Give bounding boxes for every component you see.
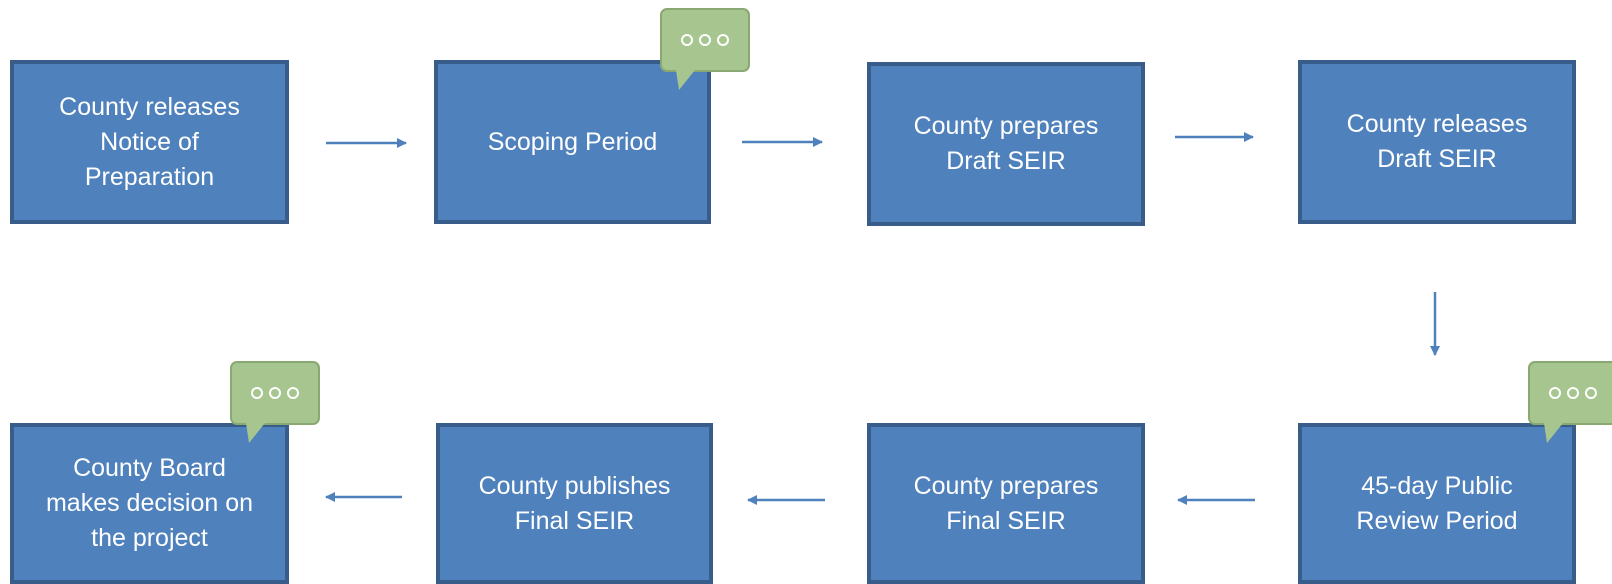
step-label: County Board makes decision on the proje… xyxy=(45,454,254,552)
step-prepare-draft-seir: County prepares Draft SEIR xyxy=(867,62,1145,226)
step-notice-of-preparation: County releases Notice of Preparation xyxy=(10,60,289,224)
step-label: 45-day Public Review Period xyxy=(1356,471,1518,535)
bubble-tail xyxy=(246,423,265,443)
bubble-tail xyxy=(676,70,695,90)
step-label: County releases Draft SEIR xyxy=(1346,110,1528,173)
speech-bubble-ellipsis-icon[interactable] xyxy=(660,8,750,90)
dot-icon xyxy=(269,387,281,399)
step-prepare-final-seir: County prepares Final SEIR xyxy=(867,423,1145,584)
step-release-draft-seir: County releases Draft SEIR xyxy=(1298,60,1576,224)
step-label: County prepares Final SEIR xyxy=(913,471,1099,535)
dot-icon xyxy=(251,387,263,399)
dot-icon xyxy=(1567,387,1579,399)
step-scoping-period: Scoping Period xyxy=(434,60,711,224)
dot-icon xyxy=(1585,387,1597,399)
bubble-tail xyxy=(1544,423,1563,443)
step-label: County releases Notice of Preparation xyxy=(59,92,240,191)
step-publish-final-seir: County publishes Final SEIR xyxy=(436,423,713,584)
step-public-review-period: 45-day Public Review Period xyxy=(1298,423,1576,584)
dot-icon xyxy=(681,34,693,46)
dot-icon xyxy=(699,34,711,46)
step-label: County publishes Final SEIR xyxy=(478,471,671,535)
speech-bubble-ellipsis-icon[interactable] xyxy=(230,361,320,443)
step-board-decision: County Board makes decision on the proje… xyxy=(10,423,289,584)
dot-icon xyxy=(717,34,729,46)
step-label: Scoping Period xyxy=(487,127,658,156)
dot-icon xyxy=(287,387,299,399)
dot-icon xyxy=(1549,387,1561,399)
step-label: County prepares Draft SEIR xyxy=(913,112,1099,175)
speech-bubble-ellipsis-icon[interactable] xyxy=(1528,361,1612,443)
